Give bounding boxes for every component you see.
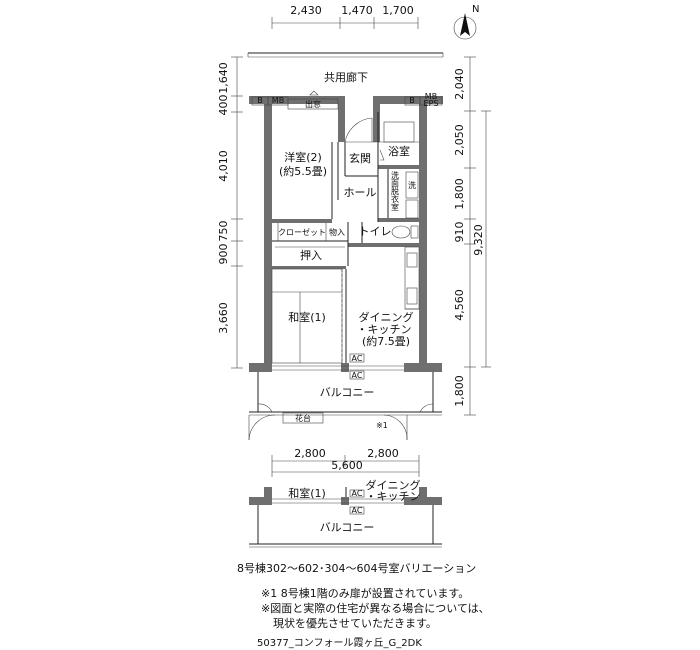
dining-label-2: ・キッチン (357, 323, 412, 336)
ac-label-1: AC (352, 354, 363, 363)
ac-label-2: AC (352, 371, 363, 380)
corridor-label: 共用廊下 (324, 70, 368, 84)
senmen-char-5: 室 (391, 202, 399, 212)
variation-ac-label-2: AC (352, 506, 363, 515)
dim-top-1: 2,430 (290, 4, 322, 17)
left-dimension-line: 1,640 400 4,010 750 900 3,660 (217, 56, 243, 369)
dim-bottom-2: 2,800 (367, 447, 399, 460)
note-line-2: ※図面と実際の住宅が異なる場合については、 (261, 601, 490, 615)
genkan-label: 玄関 (349, 151, 371, 165)
hall-label: ホール (344, 186, 377, 199)
youshitsu-size: (約5.5畳) (279, 164, 327, 178)
senmen-char-4: 衣 (391, 194, 399, 204)
north-label: N (472, 4, 479, 15)
note-mark: ※1 (376, 421, 388, 430)
variation-caption: 8号棟302～602･304～604号室バリエーション (237, 561, 476, 575)
demado-label: 出窓 (305, 99, 321, 109)
balcony-label: バルコニー (320, 386, 375, 399)
dim-top-3: 1,700 (382, 4, 414, 17)
dining-label-1: ダイニング (359, 310, 414, 324)
note-line-1: ※1 8号棟1階のみ扉が設置されています。 (261, 586, 469, 600)
variation-balcony-label: バルコニー (320, 521, 375, 534)
b-right-label: B (409, 96, 415, 105)
mono-label: 物入 (329, 227, 345, 237)
dim-bottom-total: 5,600 (331, 459, 363, 472)
footer-code: 50377_コンフォール霞ヶ丘_G_2DK (257, 637, 422, 649)
bottom-dimension-line: 2,800 2,800 5,600 (271, 447, 420, 477)
yokushitsu-label: 浴室 (388, 144, 410, 158)
mb-right-label: MB (425, 92, 437, 101)
dim-top-2: 1,470 (341, 4, 373, 17)
youshitsu-label: 洋室(2) (284, 150, 322, 164)
dim-right-total: 9,320 (472, 224, 485, 256)
dim-right-5: 4,560 (453, 289, 466, 321)
variation-washitsu-label: 和室(1) (288, 486, 326, 500)
toilet-label: トイレ (359, 225, 392, 238)
dim-right-2: 2,050 (453, 124, 466, 156)
right-dimension-line: 2,040 2,050 1,800 910 4,560 1,800 9,320 (453, 56, 491, 416)
room-labels: B MB 出窓 B MB EPS 洋室(2) (約5.5畳) 玄関 浴室 ホール… (257, 92, 438, 430)
dim-right-1: 2,040 (453, 68, 466, 100)
variation-dining-label-2: ・キッチン (366, 490, 421, 503)
top-dimension-line: 2,430 1,470 1,700 (271, 4, 419, 29)
walls (249, 96, 443, 372)
b-left-label: B (257, 96, 263, 105)
senmen-char-3: 脱 (391, 186, 399, 196)
corridor: 共用廊下 (247, 52, 444, 84)
note-line-3: 現状を優先させていただきます。 (273, 616, 437, 630)
interior-lines (248, 90, 443, 441)
dim-bottom-1: 2,800 (294, 447, 326, 460)
kadai-label: 花台 (295, 413, 311, 423)
dim-left-4: 750 (217, 221, 230, 242)
north-arrow-icon (460, 13, 470, 36)
dim-left-6: 3,660 (217, 302, 230, 334)
dim-right-3: 1,800 (453, 178, 466, 210)
variation-ac-label-1: AC (352, 489, 363, 498)
mb-left-label: MB (272, 96, 284, 105)
dining-size: (約7.5畳) (362, 334, 410, 348)
dim-left-5: 900 (217, 244, 230, 265)
senmen-char-1: 洗 (391, 170, 399, 180)
dim-right-4: 910 (453, 222, 466, 243)
variation-plan: 和室(1) ダイニング ・キッチン AC AC バルコニー (249, 478, 442, 548)
dim-right-6: 1,800 (453, 375, 466, 407)
closet-label: クローゼット (278, 227, 326, 237)
dim-left-1: 1,640 (217, 62, 230, 94)
compass: N (453, 4, 479, 40)
dim-left-2: 400 (217, 95, 230, 116)
eps-label: EPS (424, 99, 439, 108)
washitsu-label: 和室(1) (288, 310, 326, 324)
senmen-char-2: 面 (391, 179, 399, 188)
variation-dining-label-1: ダイニング (366, 478, 421, 492)
oshiire-label: 押入 (300, 248, 322, 262)
wash-label: 洗 (408, 180, 416, 190)
dim-left-3: 4,010 (217, 150, 230, 182)
